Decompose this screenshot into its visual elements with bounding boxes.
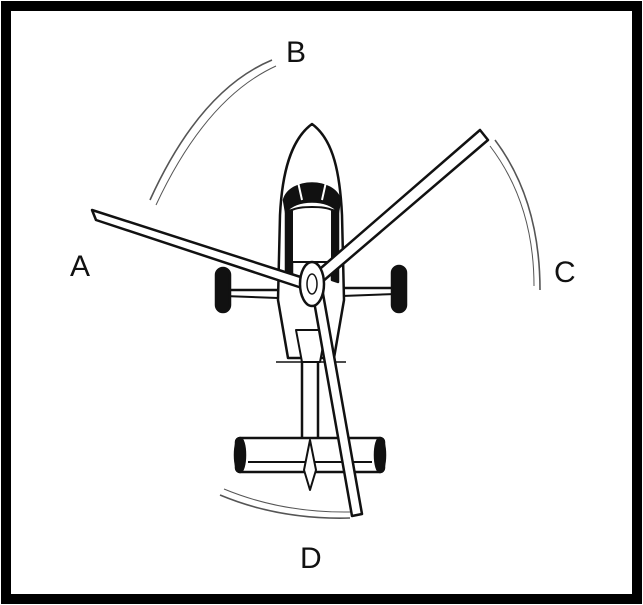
helicopter xyxy=(214,122,408,491)
right-wheel xyxy=(390,264,408,314)
label-a: A xyxy=(70,250,90,283)
rotor-hub xyxy=(298,260,326,308)
rotation-arc-a-b xyxy=(149,59,277,206)
left-wheel xyxy=(214,266,232,314)
rotation-arc-c xyxy=(489,139,541,291)
label-c: C xyxy=(554,256,576,289)
rotation-arc-d xyxy=(219,488,351,519)
rotor-blades xyxy=(90,128,490,518)
tail-fin xyxy=(303,439,317,491)
label-d: D xyxy=(300,542,322,575)
label-b: B xyxy=(286,36,306,69)
